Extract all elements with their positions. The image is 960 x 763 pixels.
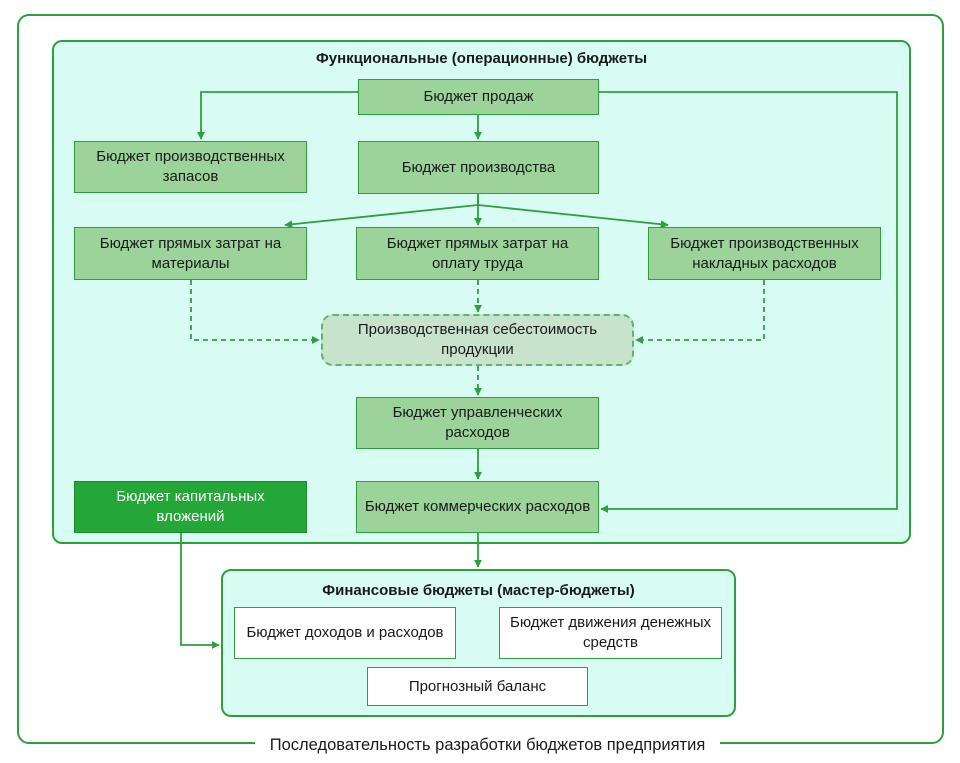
arrow-overhead-to-cost <box>635 280 765 344</box>
inventory-budget-box[interactable]: Бюджет производственных запасов <box>74 141 307 193</box>
admin-budget-box[interactable]: Бюджет управленческих расходов <box>356 397 599 449</box>
production-cost-box[interactable]: Производственная себестоимость продукции <box>321 314 634 366</box>
production-budget-box[interactable]: Бюджет производства <box>358 141 599 194</box>
overhead-budget-box[interactable]: Бюджет производственных накладных расход… <box>648 227 881 280</box>
cashflow-budget-box[interactable]: Бюджет движения денежных средств <box>499 607 722 659</box>
forecast-balance-box[interactable]: Прогнозный баланс <box>367 667 588 706</box>
arrow-sales-to-inventory <box>197 91 358 140</box>
income-budget-box[interactable]: Бюджет доходов и расходов <box>234 607 456 659</box>
materials-budget-box[interactable]: Бюджет прямых затрат на материалы <box>74 227 307 280</box>
diagram-caption: Последовательность разработки бюджетов п… <box>255 731 720 759</box>
arrow-sales-to-commercial <box>599 91 898 513</box>
labor-budget-box[interactable]: Бюджет прямых затрат на оплату труда <box>356 227 599 280</box>
financial-budgets-title: Финансовые бюджеты (мастер-бюджеты) <box>322 582 635 599</box>
commercial-budget-box[interactable]: Бюджет коммерческих расходов <box>356 481 599 533</box>
arrow-production-to-materials <box>284 194 479 229</box>
arrow-production-to-overhead <box>477 204 669 229</box>
arrow-capital-to-financial <box>180 533 220 649</box>
operational-budgets-title: Функциональные (операционные) бюджеты <box>315 50 648 67</box>
capital-budget-box[interactable]: Бюджет капитальных вложений <box>74 481 307 533</box>
sales-budget-box[interactable]: Бюджет продаж <box>358 79 599 115</box>
arrow-materials-to-cost <box>190 280 320 344</box>
operational-budgets-panel: Функциональные (операционные) бюджеты <box>52 40 911 544</box>
